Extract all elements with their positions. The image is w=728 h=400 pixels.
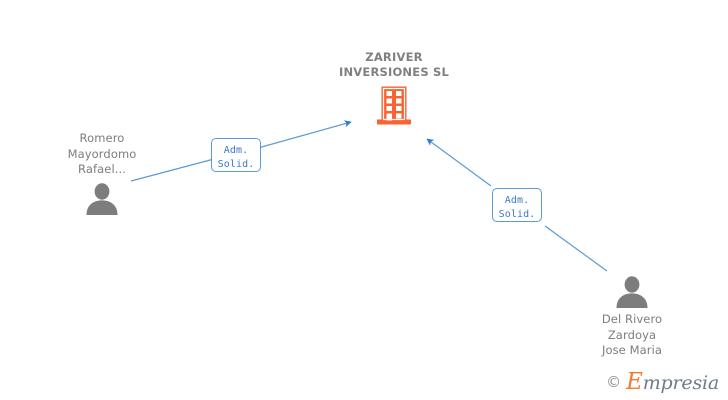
copyright-icon: ©	[606, 373, 622, 391]
edge-label-adm-solid-right[interactable]: Adm. Solid.	[492, 188, 542, 222]
brand-rest: mpresia	[642, 372, 719, 394]
person-icon	[86, 182, 118, 215]
building-icon	[377, 86, 411, 125]
person-icon	[616, 276, 648, 308]
edge-line-left-head	[257, 120, 352, 149]
watermark: © Empresia	[606, 371, 719, 394]
edge-line-right-head	[426, 138, 492, 187]
brand-initial: E	[626, 369, 643, 395]
brand-logo-empresia: Empresia	[626, 371, 719, 394]
edge-line-right	[544, 225, 608, 272]
person-node-left[interactable]: Romero Mayordomo Rafael...	[27, 131, 177, 215]
person-node-right[interactable]: Del Rivero Zardoya Jose Maria	[557, 276, 707, 359]
company-name-label: ZARIVER INVERSIONES SL	[338, 50, 450, 79]
company-node[interactable]: ZARIVER INVERSIONES SL	[299, 50, 489, 125]
person-right-name-label: Del Rivero Zardoya Jose Maria	[601, 312, 663, 357]
person-left-name-label: Romero Mayordomo Rafael...	[67, 131, 137, 176]
edge-label-adm-solid-left[interactable]: Adm. Solid.	[211, 138, 261, 172]
